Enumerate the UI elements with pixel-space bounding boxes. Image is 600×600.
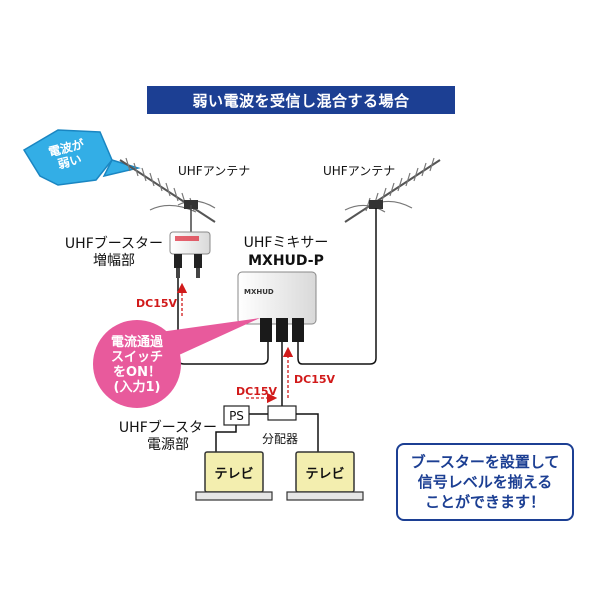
title-banner: 弱い電波を受信し混合する場合 (147, 86, 455, 114)
right-antenna-cable (297, 208, 377, 365)
booster-amplifier-device (169, 231, 211, 278)
booster-amp-line2: 増幅部 (93, 253, 135, 269)
info-box-line2: 信号レベルを揃える (417, 473, 553, 491)
booster-dc-label: DC15V (136, 297, 178, 310)
switch-note-text: 電流通過 スイッチ をON！ (入力1) (92, 335, 182, 395)
mixer-device-label: MXHUD (244, 288, 274, 296)
power-unit-line2: 電源部 (147, 437, 189, 453)
power-unit-label: UHFブースター 電源部 (112, 420, 224, 454)
ps-dc-label: DC15V (236, 385, 278, 398)
switch-note-line1: 電流通過 (110, 335, 163, 350)
left-antenna-label: UHFアンテナ (178, 164, 251, 178)
info-box-line1: ブースターを設置して (410, 453, 560, 471)
tv-right-label: テレビ (305, 467, 345, 482)
mixer-name: UHFミキサー (243, 235, 329, 251)
booster-amp-label: UHFブースター 増幅部 (62, 236, 166, 270)
right-antenna-label: UHFアンテナ (323, 164, 396, 178)
switch-note-line4: (入力1) (113, 380, 161, 395)
right-uhf-antenna (344, 157, 441, 223)
info-box-line3: ことができます！ (424, 493, 545, 511)
splitter-label: 分配器 (262, 432, 299, 446)
tv-left (195, 451, 273, 501)
splitter-box (267, 405, 297, 421)
distribution-cables (215, 413, 319, 452)
mixer-dc-label: DC15V (294, 373, 336, 386)
tv-left-label: テレビ (214, 467, 254, 482)
info-box: ブースターを設置して 信号レベルを揃える ことができます！ (396, 443, 574, 521)
left-uhf-antenna (119, 157, 216, 232)
switch-callout-bubble (93, 318, 260, 408)
switch-note-line2: スイッチ (110, 350, 163, 365)
ps-box-label: PS (229, 409, 244, 423)
weak-signal-arrow (22, 129, 141, 186)
tv-right (286, 451, 364, 501)
booster-amp-line1: UHFブースター (64, 236, 164, 252)
switch-note-line3: をON！ (113, 365, 161, 380)
mixer-model: MXHUD-P (248, 253, 324, 269)
mixer-device (237, 271, 317, 342)
power-unit-line1: UHFブースター (118, 420, 218, 436)
